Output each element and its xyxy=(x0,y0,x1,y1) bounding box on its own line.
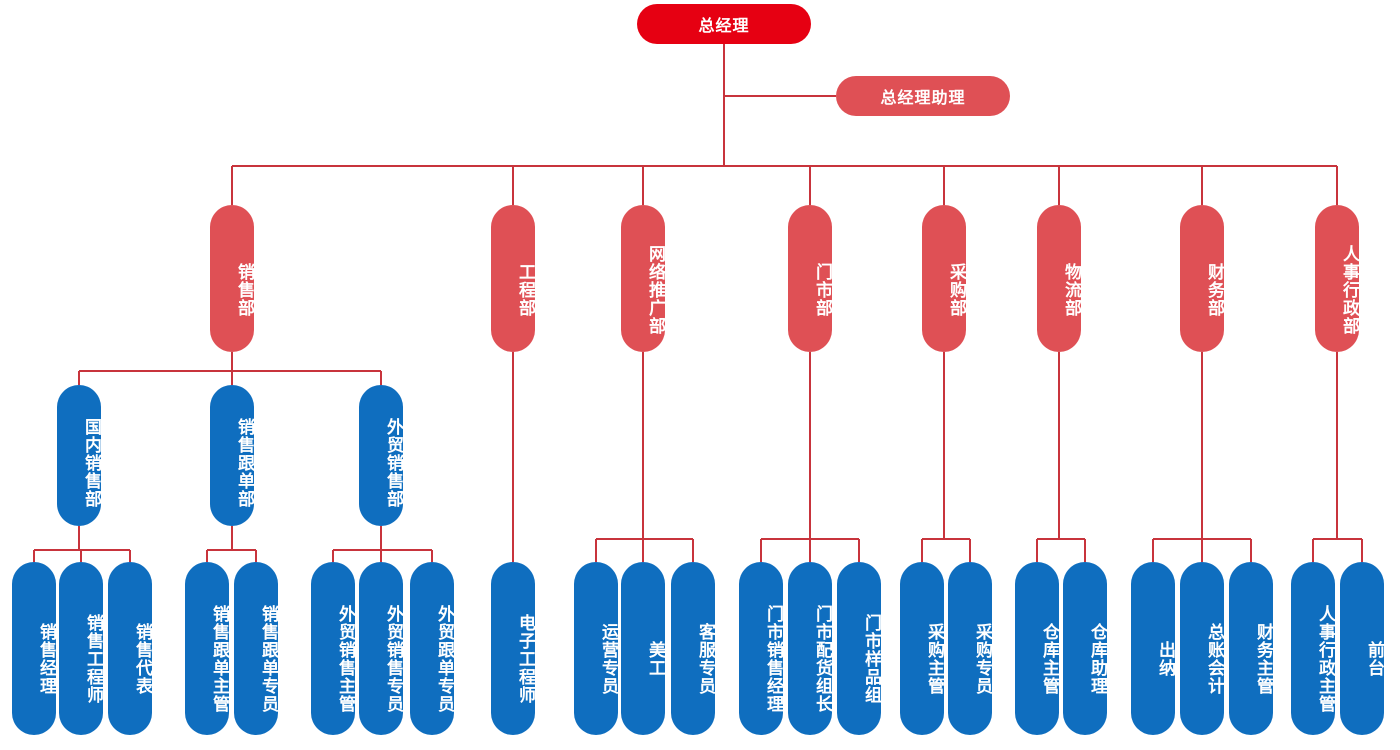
connector-dept-drops xyxy=(231,166,1338,205)
role-store-distribution-lead: 门市配货组长 xyxy=(788,562,832,735)
role-electronic-engineer: 电子工程师 xyxy=(491,562,535,735)
dept-logistics: 物流部 xyxy=(1037,205,1081,352)
dept-network-promotion: 网络推广部 xyxy=(621,205,665,352)
dept-engineering: 工程部 xyxy=(491,205,535,352)
connector-domestic-roles xyxy=(33,526,131,562)
connector-hr xyxy=(1312,352,1363,562)
connector-store xyxy=(760,352,860,562)
role-sales-engineer: 销售工程师 xyxy=(59,562,103,735)
role-finance-supervisor: 财务主管 xyxy=(1229,562,1273,735)
subdept-domestic-sales: 国内销售部 xyxy=(57,385,101,526)
subdept-foreign-sales: 外贸销售部 xyxy=(359,385,403,526)
role-purchasing-specialist: 采购专员 xyxy=(948,562,992,735)
dept-purchasing: 采购部 xyxy=(922,205,966,352)
dept-hr-admin: 人事行政部 xyxy=(1315,205,1359,352)
subdept-sales-followup: 销售跟单部 xyxy=(210,385,254,526)
connector-foreign-roles xyxy=(332,526,433,562)
dept-sales: 销售部 xyxy=(210,205,254,352)
connector-finance xyxy=(1152,352,1252,562)
role-operations-specialist: 运营专员 xyxy=(574,562,618,735)
role-sales-representative: 销售代表 xyxy=(108,562,152,735)
connector-purchase xyxy=(921,352,971,562)
role-foreign-sales-supervisor: 外贸销售主管 xyxy=(311,562,355,735)
role-purchasing-supervisor: 采购主管 xyxy=(900,562,944,735)
dept-finance: 财务部 xyxy=(1180,205,1224,352)
role-foreign-followup-specialist: 外贸跟单专员 xyxy=(410,562,454,735)
role-warehouse-supervisor: 仓库主管 xyxy=(1015,562,1059,735)
ceo-node: 总经理 xyxy=(637,4,811,44)
connector-logistics xyxy=(1036,352,1086,562)
connector-network xyxy=(595,352,694,562)
assistant-node: 总经理助理 xyxy=(836,76,1010,116)
role-general-accountant: 总账会计 xyxy=(1180,562,1224,735)
role-customer-service: 客服专员 xyxy=(671,562,715,735)
role-sales-manager: 销售经理 xyxy=(12,562,56,735)
role-hr-admin-supervisor: 人事行政主管 xyxy=(1291,562,1335,735)
role-warehouse-assistant: 仓库助理 xyxy=(1063,562,1107,735)
role-foreign-sales-specialist: 外贸销售专员 xyxy=(359,562,403,735)
role-cashier: 出纳 xyxy=(1131,562,1175,735)
role-store-sample-team: 门市样品组 xyxy=(837,562,881,735)
role-designer: 美工 xyxy=(621,562,665,735)
role-store-sales-manager: 门市销售经理 xyxy=(739,562,783,735)
role-receptionist: 前台 xyxy=(1340,562,1384,735)
connector-followup-roles xyxy=(206,526,257,562)
connector-sales-subs xyxy=(78,352,382,385)
role-followup-specialist: 销售跟单专员 xyxy=(234,562,278,735)
dept-store: 门市部 xyxy=(788,205,832,352)
role-followup-supervisor: 销售跟单主管 xyxy=(185,562,229,735)
